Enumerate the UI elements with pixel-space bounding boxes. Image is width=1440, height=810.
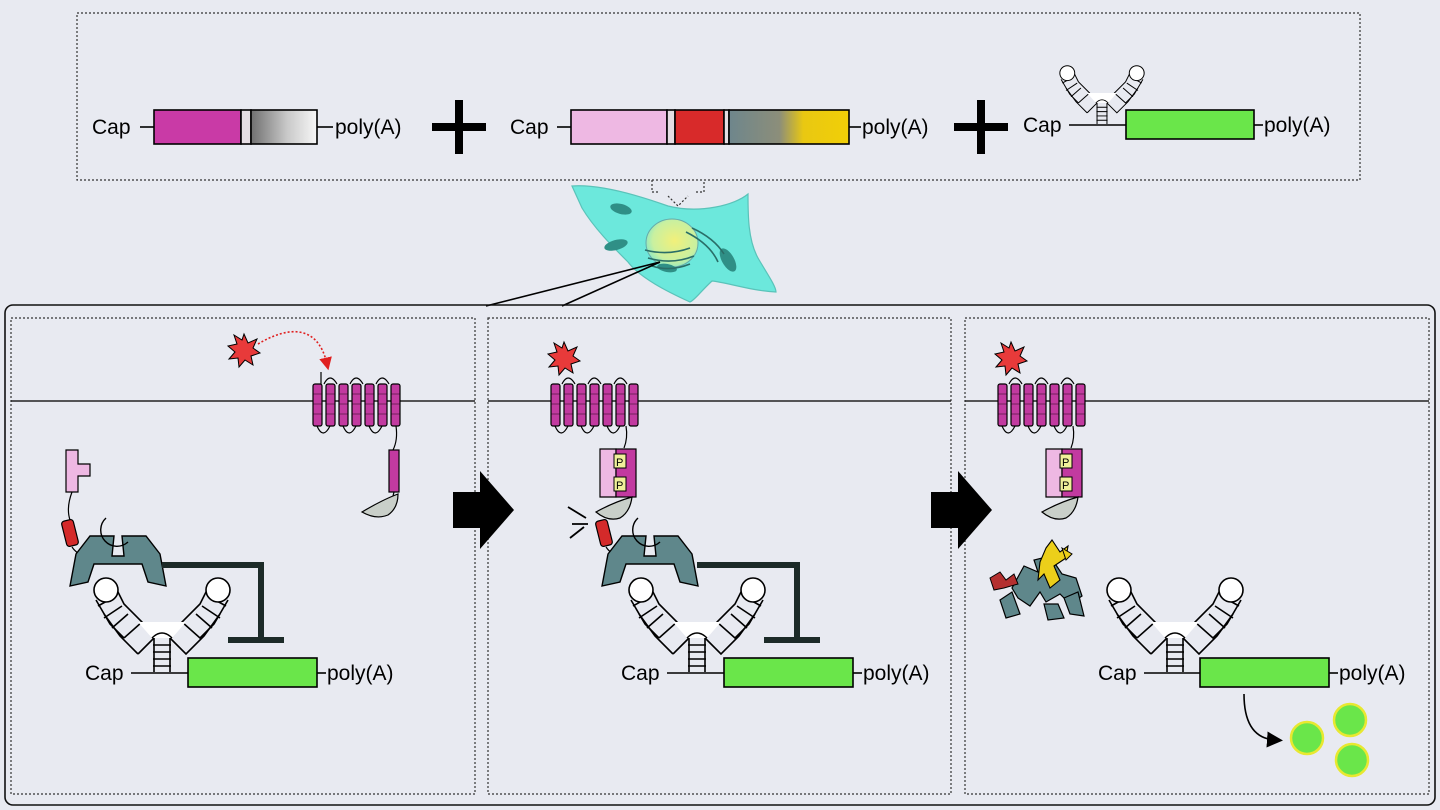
step-arrow-1 bbox=[453, 471, 514, 549]
plus-sign-2 bbox=[954, 100, 1008, 154]
panel-1-protease bbox=[61, 518, 79, 548]
construct-2-arrestin-protease-mrna: Cap poly(A) bbox=[510, 109, 929, 145]
panel-1-cap-label: Cap bbox=[85, 662, 124, 685]
construct-1-cap-label: Cap bbox=[92, 116, 131, 139]
panel-1-receptor bbox=[312, 377, 401, 434]
panel-2-repression-bar bbox=[697, 562, 820, 643]
construct-3-reporter-orf bbox=[1125, 109, 1255, 140]
panel-2: P P Cap poly(A) bbox=[547, 341, 930, 688]
panel-2-ligand bbox=[547, 341, 581, 376]
panel-1: Cap poly(A) bbox=[61, 331, 401, 688]
construct-2-rbp-domain bbox=[728, 109, 850, 145]
panel-2-phospho-2 bbox=[613, 476, 627, 492]
panel-3-phospho-1-label: P bbox=[1062, 457, 1069, 469]
panel-1-rbp-repressor bbox=[69, 517, 167, 587]
mechanism-panel bbox=[4, 304, 1436, 806]
construct-2-cap-label: Cap bbox=[510, 116, 549, 139]
construct-2-arrestin-domain bbox=[570, 109, 668, 145]
construct-2-protease-domain bbox=[674, 109, 725, 145]
panel-2-cap-label: Cap bbox=[621, 662, 660, 685]
construct-panel bbox=[76, 12, 1361, 207]
panel-1-frame bbox=[10, 317, 476, 795]
panel-1-polyA-label: poly(A) bbox=[327, 662, 394, 685]
panel-2-polyA-label: poly(A) bbox=[863, 662, 930, 685]
panel-1-ligand bbox=[227, 333, 261, 368]
panel-2-frame bbox=[487, 317, 952, 795]
reporter-protein-2 bbox=[1332, 702, 1368, 738]
panel-2-reporter-orf bbox=[723, 657, 854, 688]
panel-2-cut-marks bbox=[567, 506, 588, 539]
construct-1-cleavage-domain bbox=[250, 109, 318, 145]
panel-2-protease bbox=[595, 518, 613, 548]
panel-2-cleavage-blade bbox=[594, 496, 633, 520]
panel-3: P P Cap poly(A) bbox=[989, 341, 1406, 778]
panel-3-phospho-2 bbox=[1059, 476, 1073, 492]
plus-sign-1 bbox=[432, 100, 486, 154]
panel-2-phospho-1 bbox=[613, 453, 627, 469]
panel-3-cleavage-blade bbox=[1040, 496, 1079, 520]
panel-3-reporter-proteins bbox=[1289, 702, 1370, 778]
construct-3-polyA-label: poly(A) bbox=[1264, 114, 1331, 137]
transfected-cell bbox=[485, 185, 777, 307]
panel-1-cleavage-blade bbox=[360, 493, 399, 518]
panel-3-reporter-orf bbox=[1199, 657, 1330, 688]
panel-3-translation-arrow bbox=[1243, 693, 1283, 748]
construct-1-receptor-mrna: Cap poly(A) bbox=[92, 109, 402, 145]
panel-3-phospho-1 bbox=[1059, 453, 1073, 469]
panel-2-receptor bbox=[550, 377, 639, 434]
panel-1-repression-bar bbox=[162, 562, 284, 643]
construct-2-polyA-label: poly(A) bbox=[862, 116, 929, 139]
panel-3-cap-label: Cap bbox=[1098, 662, 1137, 685]
step-arrow-2 bbox=[931, 471, 992, 549]
construct-1-linker bbox=[240, 109, 252, 145]
construct-3-reporter-mrna: Cap poly(A) bbox=[1023, 65, 1331, 140]
reporter-protein-1 bbox=[1289, 720, 1325, 756]
panel-1-receptor-tail bbox=[388, 449, 400, 493]
panel-3-polyA-label: poly(A) bbox=[1339, 662, 1406, 685]
panel-3-ligand bbox=[994, 341, 1028, 376]
panel-2-rbp-repressor bbox=[601, 517, 699, 587]
panel-3-degraded-repressor bbox=[989, 539, 1085, 621]
construct-3-cap-label: Cap bbox=[1023, 114, 1062, 137]
construct-1-receptor-domain bbox=[153, 109, 242, 145]
panel-2-phospho-2-label: P bbox=[616, 480, 623, 492]
panel-3-frame bbox=[964, 317, 1430, 795]
panel-3-receptor bbox=[997, 377, 1086, 434]
panel-2-phospho-1-label: P bbox=[616, 457, 623, 469]
construct-1-polyA-label: poly(A) bbox=[335, 116, 402, 139]
panel-1-arrestin bbox=[65, 449, 91, 493]
reporter-protein-3 bbox=[1334, 742, 1370, 778]
panel-1-reporter-orf bbox=[187, 657, 318, 688]
panel-3-phospho-2-label: P bbox=[1062, 480, 1069, 492]
